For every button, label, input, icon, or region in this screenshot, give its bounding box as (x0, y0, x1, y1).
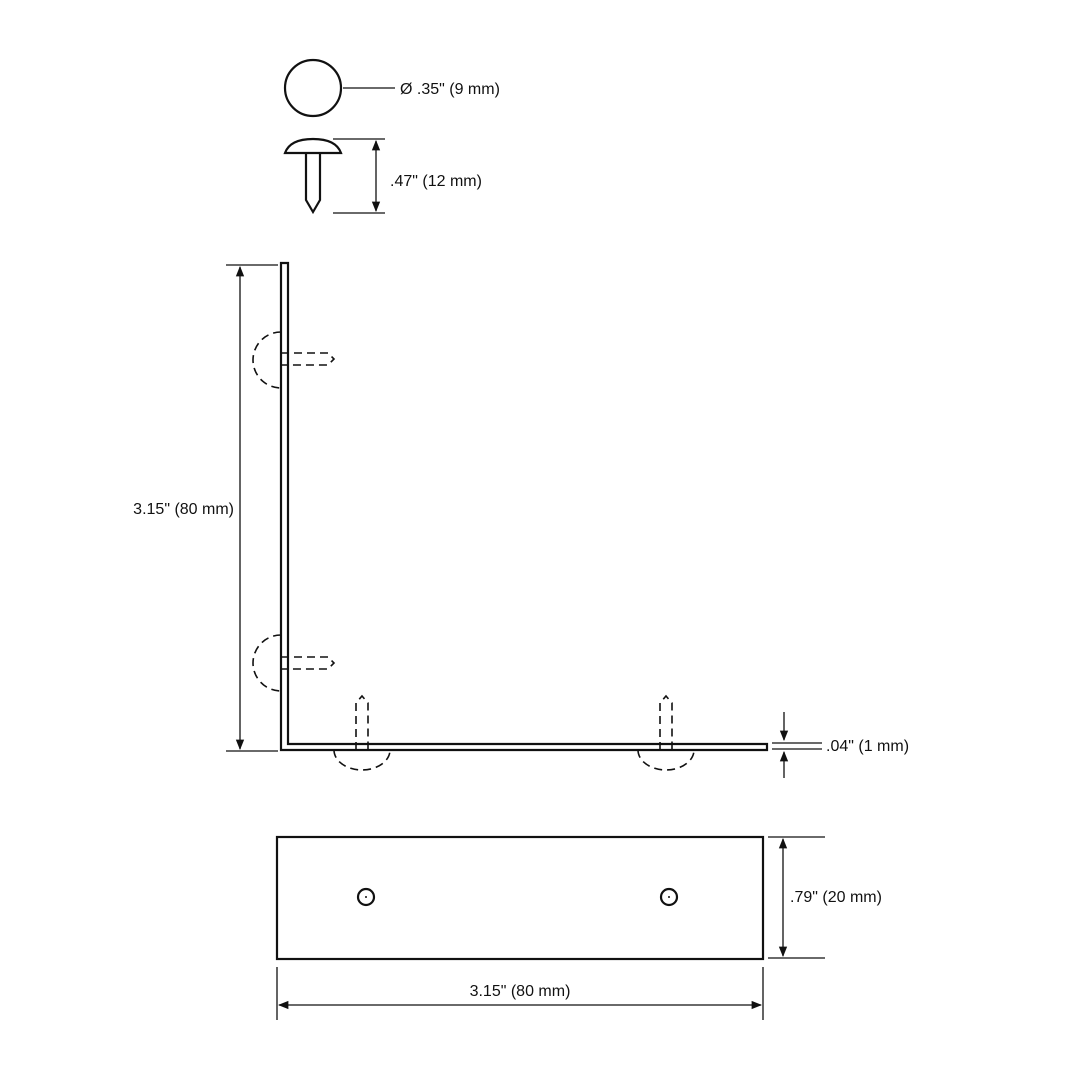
hidden-nail-left (333, 694, 391, 771)
hidden-nail-right (637, 694, 695, 771)
l-bracket-profile (279, 261, 769, 752)
screw-hole-right (659, 887, 679, 907)
bracket-height-label: 3.15" (80 mm) (133, 501, 234, 518)
screw-hole-left (356, 887, 376, 907)
hidden-nail-upper (252, 331, 336, 389)
nail-side-view (283, 137, 385, 215)
nail-head-top-view (283, 58, 395, 118)
bracket-height-dimension (226, 264, 278, 752)
plate-width-dimension (768, 836, 825, 959)
nail-length-label: .47" (12 mm) (390, 173, 482, 190)
bracket-plate-top-view (275, 835, 765, 961)
plate-length-label: 3.15" (80 mm) (470, 983, 571, 1000)
thickness-dimension (772, 712, 822, 778)
plate-length-dimension (276, 967, 764, 1020)
thickness-label: .04" (1 mm) (826, 738, 909, 755)
plate-width-label: .79" (20 mm) (790, 889, 882, 906)
nail-head-diameter-label: Ø .35" (9 mm) (400, 81, 500, 98)
hidden-nail-lower (252, 634, 336, 692)
